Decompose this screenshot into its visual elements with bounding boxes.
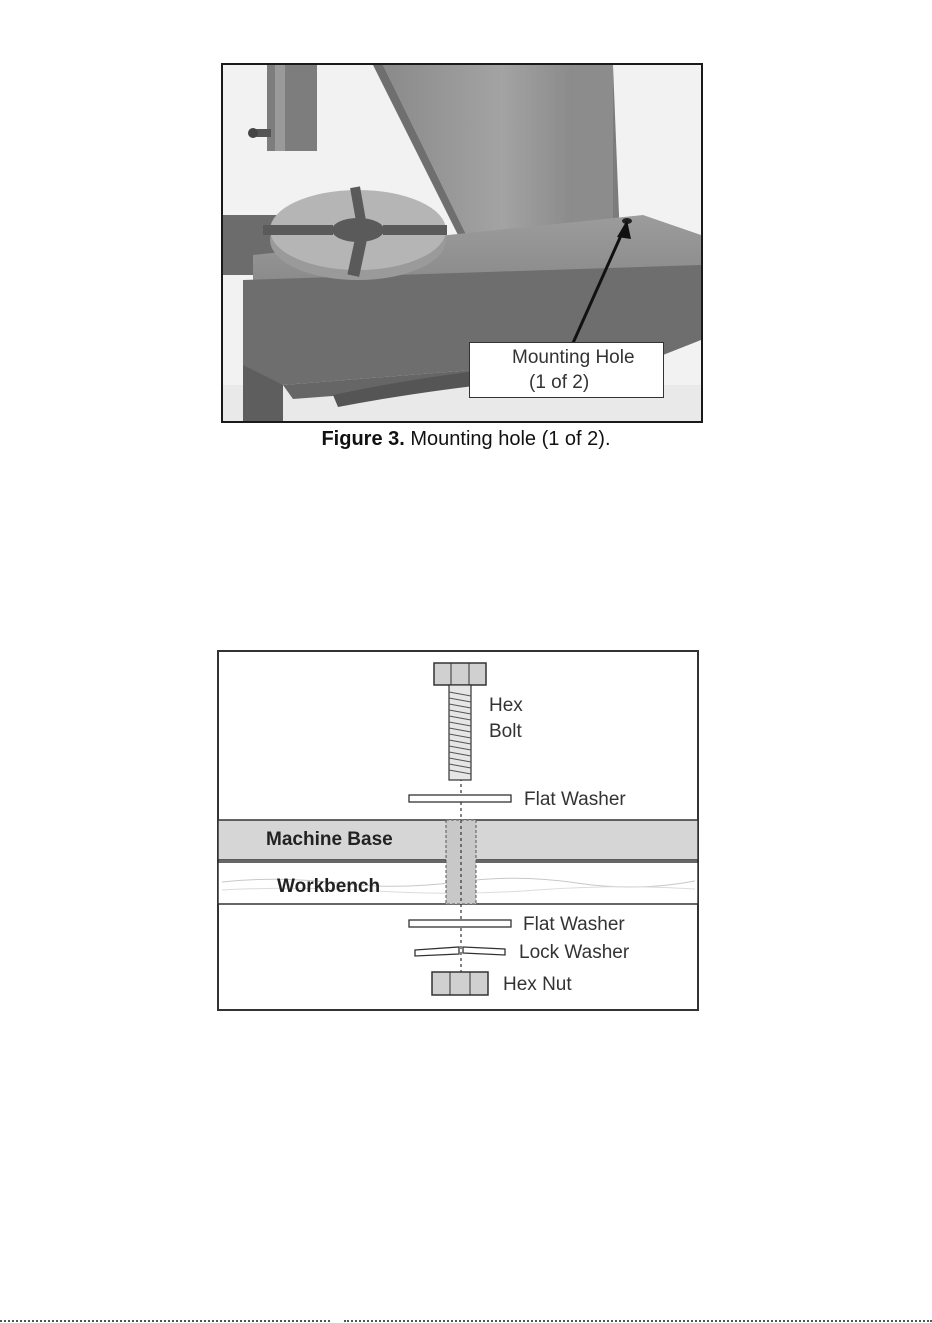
hex-bolt-label-2: Bolt xyxy=(489,721,522,742)
flat-washer-top-icon xyxy=(409,795,511,802)
machine-base-label: Machine Base xyxy=(266,829,393,850)
flat-washer-bottom-label: Flat Washer xyxy=(523,914,625,935)
footer-rule-left xyxy=(0,1320,330,1322)
flat-washer-top-label: Flat Washer xyxy=(524,789,626,810)
callout-line-2: (1 of 2) xyxy=(470,370,663,395)
mounting-hole-callout: Mounting Hole (1 of 2) xyxy=(469,342,664,398)
hex-nut-label: Hex Nut xyxy=(503,974,572,995)
mounting-hardware-diagram: Hex Bolt Flat Washer Machine Base Workbe… xyxy=(217,650,699,1011)
figure-3-caption: Figure 3. Mounting hole (1 of 2). xyxy=(0,428,932,451)
footer-rule-right xyxy=(344,1320,932,1322)
hex-nut-icon xyxy=(432,972,488,995)
lock-washer-label: Lock Washer xyxy=(519,942,630,963)
flat-washer-bottom-icon xyxy=(409,920,511,927)
figure-3-text: Mounting hole (1 of 2). xyxy=(410,428,610,450)
hex-bolt-label-1: Hex xyxy=(489,695,523,716)
figure-3-label: Figure 3. xyxy=(321,428,404,450)
callout-line-1: Mounting Hole xyxy=(470,345,663,370)
workbench-label: Workbench xyxy=(277,876,380,897)
